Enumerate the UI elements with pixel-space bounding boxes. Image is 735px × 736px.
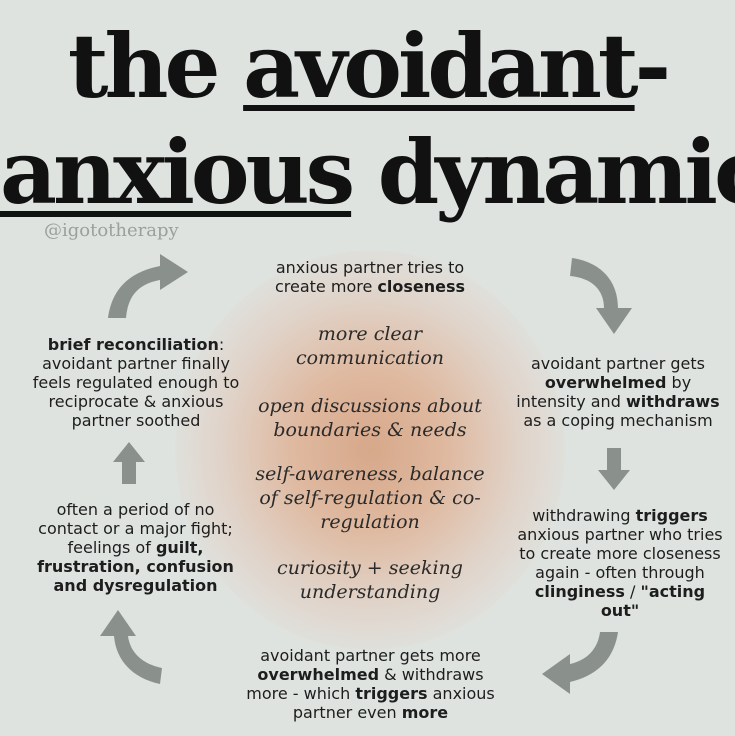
- title-word-dynamic: dynamic: [351, 120, 735, 224]
- center-item-curiosity: curiosity + seeking understanding: [277, 557, 463, 603]
- center-item-boundaries: open discussions about boundaries & need…: [258, 395, 482, 441]
- center-item-regulation: self-awareness, balance of self-regulati…: [255, 463, 485, 533]
- arrow-top-right-icon: [570, 258, 632, 334]
- arrow-left-up-icon: [113, 442, 145, 484]
- title-line-2: anxious dynamic: [0, 128, 735, 216]
- cycle-step-right-lower: withdrawing triggers anxious partner who…: [517, 506, 723, 620]
- title-word-avoidant: avoidant: [243, 14, 638, 118]
- center-glow: [175, 250, 565, 650]
- cycle-step-left-upper: brief reconciliation: avoidant partner f…: [32, 335, 240, 430]
- title-line-1: the avoidant-: [0, 22, 735, 110]
- cycle-step-left-lower: often a period of no contact or a major …: [37, 500, 234, 595]
- title-word-the: the: [67, 14, 244, 118]
- author-handle: @igototherapy: [44, 220, 179, 241]
- center-item-communication: more clear communication: [295, 323, 445, 369]
- arrow-top-left-icon: [108, 254, 188, 318]
- title-word-anxious: anxious: [0, 120, 355, 224]
- cycle-step-bottom: avoidant partner gets more overwhelmed &…: [246, 646, 495, 722]
- arrow-bottom-left-icon: [100, 610, 162, 684]
- cycle-step-top: anxious partner tries to create more clo…: [274, 258, 466, 296]
- title-hyphen: -: [634, 14, 671, 118]
- arrow-right-down-icon: [598, 448, 630, 490]
- cycle-step-right-upper: avoidant partner gets overwhelmed by int…: [516, 354, 720, 430]
- arrow-bottom-right-icon: [542, 632, 618, 694]
